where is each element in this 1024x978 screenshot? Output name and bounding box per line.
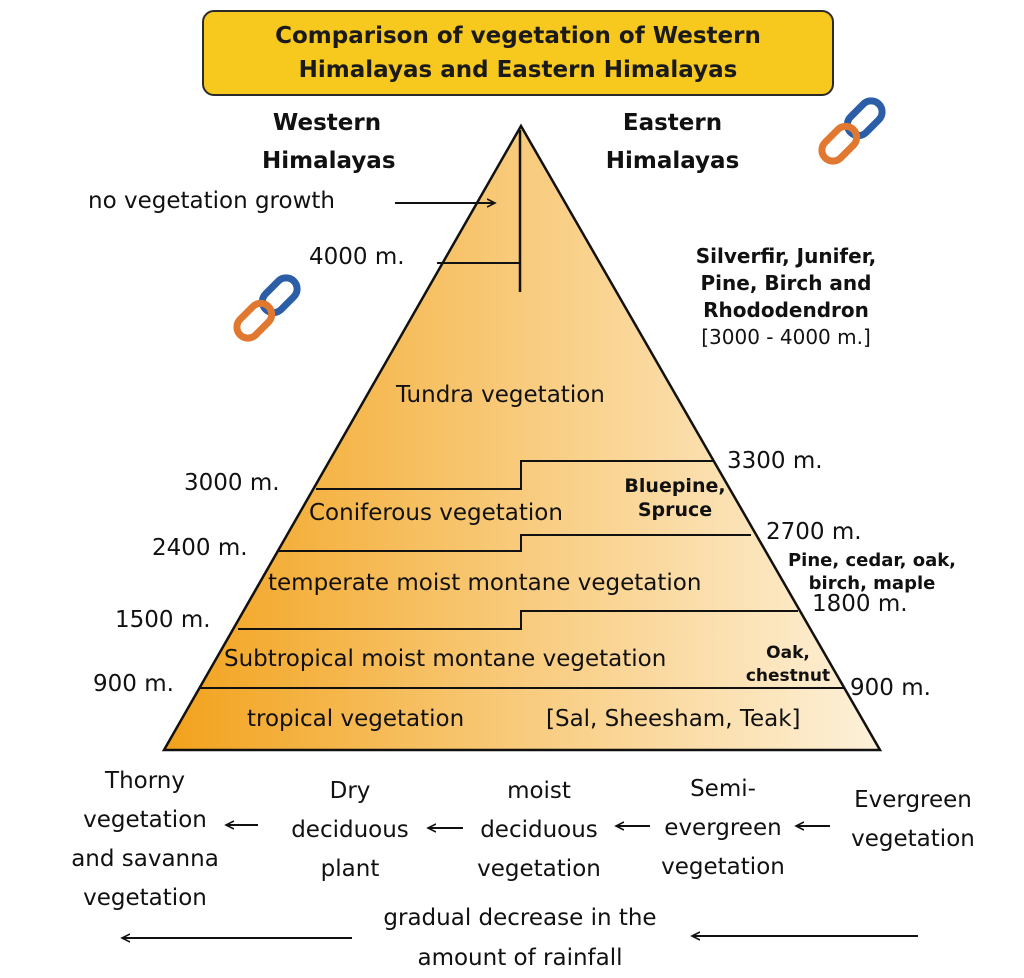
header-east: Eastern Himalayas [600, 104, 745, 180]
oak-line-2: chestnut [745, 666, 831, 686]
altitude-2400: 2400 m. [152, 535, 248, 561]
evergreen-vegetation: Evergreen vegetation [832, 781, 994, 859]
alpine-species: Silverfir, Junifer, Pine, Birch and Rhod… [672, 243, 900, 324]
alpine-range: [3000 - 4000 m.] [701, 325, 871, 349]
thorny-line-1: Thorny [105, 768, 185, 794]
evergreen-line-2: vegetation [851, 826, 975, 852]
evergreen-line-1: Evergreen [854, 787, 972, 813]
boundary-2400-2700 [278, 534, 751, 552]
no-vegetation-label: no vegetation growth [88, 188, 335, 214]
moist-line-2: deciduous [480, 817, 598, 843]
semi-line-1: Semi- [690, 776, 756, 802]
moist-line-3: vegetation [477, 856, 601, 882]
dry-line-3: plant [320, 856, 380, 882]
moist-deciduous: moist deciduous vegetation [457, 772, 621, 889]
altitude-1500: 1500 m. [115, 607, 211, 633]
bluepine-species: Bluepine, Spruce [618, 474, 732, 522]
header-west-line-1: Western [272, 110, 382, 136]
title-line-2: Himalayas and Eastern Himalayas [298, 57, 738, 83]
zone-tropical: tropical vegetation [247, 706, 465, 732]
moist-line-1: moist [507, 778, 571, 804]
pine-line-1: Pine, cedar, oak, [787, 550, 957, 571]
pyramid [161, 123, 883, 752]
semi-evergreen: Semi- evergreen vegetation [644, 770, 802, 887]
rainfall-note-line-1: gradual decrease in the [383, 905, 657, 931]
thorny-line-4: vegetation [83, 885, 207, 911]
tropical-species: [Sal, Sheesham, Teak] [546, 706, 801, 732]
boundary-1500-1800 [238, 610, 798, 630]
pine-line-2: birch, maple [808, 573, 936, 594]
chain-link-icon [233, 274, 301, 342]
boundary-3000-3300 [316, 460, 714, 490]
bluepine-line-1: Bluepine, [624, 475, 726, 497]
pine-species: Pine, cedar, oak, birch, maple [782, 549, 962, 595]
dry-line-1: Dry [329, 778, 371, 804]
altitude-900-east: 900 m. [850, 675, 931, 701]
altitude-3300: 3300 m. [727, 448, 823, 474]
alpine-species-line-3: Rhododendron [703, 298, 869, 322]
semi-line-3: vegetation [661, 854, 785, 880]
altitude-4000: 4000 m. [309, 244, 405, 270]
oak-species: Oak, chestnut [733, 642, 843, 688]
thorny-line-3: and savanna [71, 846, 219, 872]
dry-line-2: deciduous [291, 817, 409, 843]
zone-temperate: temperate moist montane vegetation [268, 570, 702, 596]
header-east-line-1: Eastern [622, 110, 723, 136]
bluepine-line-2: Spruce [637, 499, 713, 521]
header-east-line-2: Himalayas [605, 148, 740, 174]
altitude-900-west: 900 m. [93, 671, 174, 697]
title-box: Comparison of vegetation of Western Hima… [202, 10, 834, 96]
rainfall-note-line-2: amount of rainfall [417, 945, 623, 971]
altitude-1800: 1800 m. [812, 591, 908, 617]
altitude-2700: 2700 m. [766, 519, 862, 545]
dry-deciduous: Dry deciduous plant [272, 772, 428, 889]
header-west-line-2: Himalayas [262, 148, 396, 174]
chain-link-icon [818, 97, 886, 165]
thorny-vegetation: Thorny vegetation and savanna vegetation [52, 762, 238, 918]
oak-line-1: Oak, [766, 643, 810, 663]
zone-tundra: Tundra vegetation [396, 382, 605, 408]
rainfall-note: gradual decrease in the amount of rainfa… [352, 898, 688, 978]
header-west: Western Himalayas [262, 104, 396, 180]
zone-coniferous: Coniferous vegetation [309, 500, 563, 526]
title-line-1: Comparison of vegetation of Western [275, 23, 761, 49]
zone-subtropical: Subtropical moist montane vegetation [224, 646, 667, 672]
alpine-species-line-2: Pine, Birch and [700, 271, 872, 295]
semi-line-2: evergreen [664, 815, 782, 841]
altitude-3000: 3000 m. [184, 470, 280, 496]
thorny-line-2: vegetation [83, 807, 207, 833]
alpine-species-line-1: Silverfir, Junifer, [695, 244, 877, 268]
